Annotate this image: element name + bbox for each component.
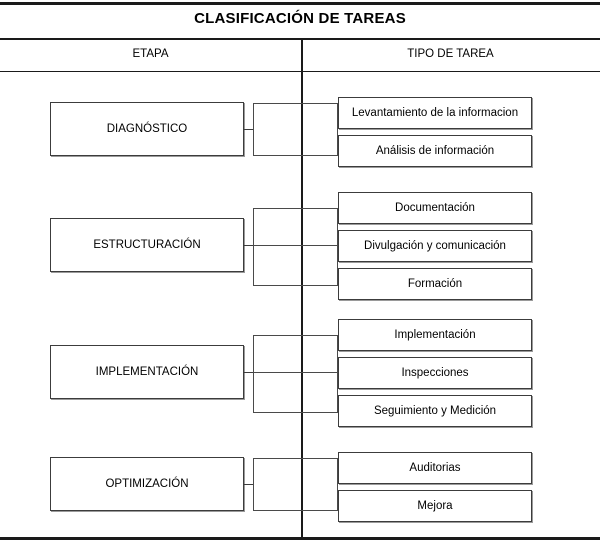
task-label: Divulgación y comunicación bbox=[364, 240, 506, 252]
task-box-mejora[interactable]: Mejora bbox=[338, 490, 532, 522]
task-label: Seguimiento y Medición bbox=[373, 405, 497, 417]
stage-label: ESTRUCTURACIÓN bbox=[93, 239, 201, 251]
task-box-seguimiento[interactable]: Seguimiento y Medición bbox=[338, 395, 532, 427]
task-label: Formación bbox=[407, 278, 463, 290]
task-label: Documentación bbox=[395, 202, 475, 214]
task-box-inspecciones[interactable]: Inspecciones bbox=[338, 357, 532, 389]
task-label: Implementación bbox=[394, 329, 476, 341]
stage-label: DIAGNÓSTICO bbox=[106, 123, 188, 135]
column-header-task-type: TIPO DE TAREA bbox=[407, 48, 494, 60]
bracket-diagnostico bbox=[253, 103, 338, 156]
header-bottom-border bbox=[0, 71, 600, 72]
frame-top-border bbox=[0, 2, 600, 5]
title-bottom-border bbox=[0, 38, 600, 40]
bracket-optimizacion bbox=[253, 458, 338, 511]
task-box-formacion[interactable]: Formación bbox=[338, 268, 532, 300]
stage-connector-stub bbox=[244, 129, 254, 130]
stage-label: IMPLEMENTACIÓN bbox=[95, 366, 199, 378]
stage-box-optimizacion[interactable]: OPTIMIZACIÓN bbox=[50, 457, 244, 511]
task-label: Levantamiento de la informacion bbox=[351, 107, 519, 119]
stage-connector-stub bbox=[244, 245, 254, 246]
task-label: Inspecciones bbox=[401, 367, 469, 379]
task-label: Mejora bbox=[417, 500, 453, 512]
column-header-stage: ETAPA bbox=[132, 48, 169, 60]
stage-connector-stub bbox=[244, 372, 254, 373]
bracket-middle-branch bbox=[253, 245, 338, 246]
task-box-documentacion[interactable]: Documentación bbox=[338, 192, 532, 224]
task-box-auditorias[interactable]: Auditorias bbox=[338, 452, 532, 484]
bracket-middle-branch bbox=[253, 372, 338, 373]
task-box-implementacion-task[interactable]: Implementación bbox=[338, 319, 532, 351]
task-label: Auditorias bbox=[409, 462, 461, 474]
task-box-levantamiento[interactable]: Levantamiento de la informacion bbox=[338, 97, 532, 129]
stage-box-diagnostico[interactable]: DIAGNÓSTICO bbox=[50, 102, 244, 156]
page-title: CLASIFICACIÓN DE TAREAS bbox=[194, 10, 406, 27]
task-box-divulgacion[interactable]: Divulgación y comunicación bbox=[338, 230, 532, 262]
stage-label: OPTIMIZACIÓN bbox=[105, 478, 189, 490]
frame-bottom-border bbox=[0, 537, 600, 540]
stage-box-estructuracion[interactable]: ESTRUCTURACIÓN bbox=[50, 218, 244, 272]
task-label: Análisis de información bbox=[375, 145, 495, 157]
task-box-analisis[interactable]: Análisis de información bbox=[338, 135, 532, 167]
stage-box-implementacion[interactable]: IMPLEMENTACIÓN bbox=[50, 345, 244, 399]
stage-connector-stub bbox=[244, 484, 254, 485]
bracket-estructuracion bbox=[253, 208, 338, 286]
bracket-implementacion bbox=[253, 335, 338, 413]
column-divider bbox=[301, 40, 303, 538]
